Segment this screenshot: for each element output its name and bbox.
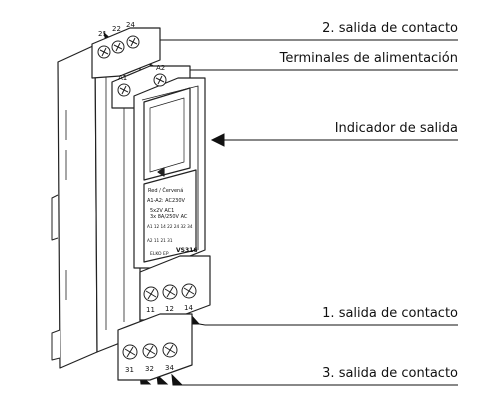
callout-power-terminals: Terminales de alimentación [279,51,458,66]
top-terminal-block [91,27,161,79]
din-rail-side [57,44,98,369]
terminal-a2-label: A2 [156,64,165,72]
terminal-24-label: 24 [126,21,135,29]
callout-output2: 2. salida de contacto [322,21,458,36]
terminal-22-label: 22 [112,25,121,33]
callout-output-indicator: Indicador de salida [334,121,458,136]
label-pins-bottom: A2 11 21 31 [147,238,173,243]
label-coil: A1-A2: AC230V [147,198,186,204]
terminal-34-label: 34 [165,364,174,372]
brand-logo: ELKO EP [150,251,169,257]
terminal-12-label: 12 [165,305,174,313]
arrow-indicator [210,133,225,147]
label-pins-top: A1 12 14 22 24 32 34 [147,224,193,229]
terminal-31-label: 31 [125,366,134,374]
label-rating-1: 5x2V AC1 [150,208,174,214]
label-color: Red / Červená [148,187,183,194]
label-rating-2: 3x 8A/250V AC [150,214,188,220]
arrow-output3b [156,373,169,385]
callout-output1: 1. salida de contacto [322,306,458,321]
arrow-output3c [171,373,184,386]
terminal-32-label: 32 [145,365,154,373]
model-label: VS316 [176,247,198,254]
label-plate [143,169,197,263]
terminal-21-label: 21 [98,30,107,38]
terminal-a1-label: A1 [118,74,127,82]
terminal-14-label: 14 [184,304,193,312]
terminal-11-label: 11 [146,306,155,314]
relay-body [51,27,211,381]
callout-output3: 3. salida de contacto [322,366,458,381]
